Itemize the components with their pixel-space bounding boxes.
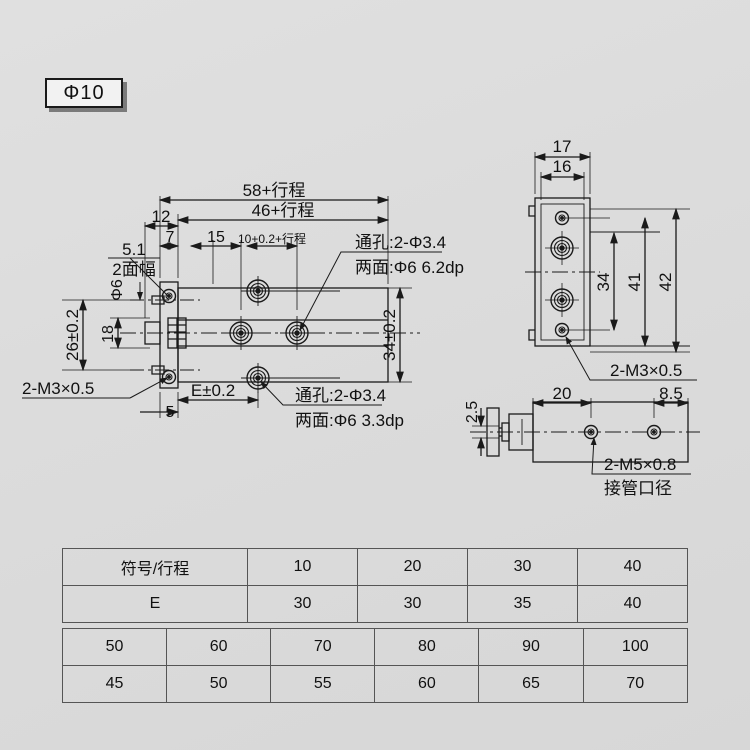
table-row: 符号/行程 10 20 30 40 (62, 548, 688, 586)
leader-left-thread (129, 377, 168, 399)
leader-lower-hole (260, 381, 292, 406)
dim-label-rod-dia: Φ6 (109, 279, 126, 301)
dim-label-bottom-offset: 5 (166, 404, 175, 421)
dim-label-flat-width: 5.1 (122, 240, 146, 259)
table-cell-value: 30 (357, 585, 468, 623)
dim-label-first-hole: 15 (207, 229, 225, 246)
table-cell-stroke: 40 (577, 548, 688, 586)
table-row: 50 60 70 80 90 100 (61, 628, 689, 666)
dim-label-e: E±0.2 (191, 381, 235, 400)
table-header-symbol: 符号/行程 (62, 548, 248, 586)
table-cell-stroke: 90 (478, 628, 584, 666)
callout-lower-hole-1: 通孔:2-Φ3.4 (295, 386, 386, 405)
callout-upper-hole-2: 两面:Φ6 6.2dp (355, 258, 464, 277)
dim-label-side-width-inner: 16 (553, 157, 572, 176)
table-cell-stroke: 80 (374, 628, 480, 666)
dim-label-body-length: 46+行程 (252, 201, 315, 220)
size-tag-badge: Φ10 (45, 78, 123, 108)
front-hole-group (161, 279, 309, 390)
table-cell-stroke: 70 (270, 628, 376, 666)
stroke-table-group2: 50 60 70 80 90 100 45 50 55 60 65 70 (61, 628, 689, 703)
side-hole-group (550, 210, 574, 338)
dim-label-mount-pitch-inner: 18 (100, 325, 117, 343)
dim-label-side-h3: 42 (656, 273, 675, 292)
table-cell-stroke: 50 (61, 628, 168, 666)
table-row-label: E (62, 585, 248, 623)
table-row: E 30 30 35 40 (62, 585, 688, 623)
dim-label-mount-pitch-outer: 26±0.2 (63, 309, 82, 361)
table-row: 45 50 55 60 65 70 (61, 665, 689, 703)
dim-label-port-last: 8.5 (659, 384, 683, 403)
size-tag-label: Φ10 (63, 81, 105, 104)
top-port-group (583, 424, 662, 440)
table-cell-value: 70 (582, 665, 689, 703)
leader-port (590, 437, 601, 475)
callout-port-note: 接管口径 (604, 479, 672, 498)
table-cell-stroke: 10 (247, 548, 358, 586)
callout-port-thread: 2-M5×0.8 (604, 455, 676, 474)
dim-label-slot-pitch: 10+0.2+行程 (238, 231, 306, 246)
dim-label-plate-offset: 12 (152, 207, 171, 226)
callout-lower-hole-2: 两面:Φ6 3.3dp (295, 411, 404, 430)
dim-label-side-width-outer: 17 (553, 137, 572, 156)
callout-left-thread: 2-M3×0.5 (22, 379, 94, 398)
table-cell-value: 45 (61, 665, 168, 703)
table-cell-value: 60 (374, 665, 480, 703)
leader-upper-hole (299, 251, 352, 331)
table-cell-value: 40 (577, 585, 688, 623)
table-cell-value: 65 (478, 665, 584, 703)
dim-label-side-h2: 41 (625, 273, 644, 292)
stroke-table-group1: 符号/行程 10 20 30 40 E 30 30 35 40 (62, 548, 688, 623)
dim-label-rod-height: 2.5 (464, 401, 481, 423)
callout-side-thread: 2-M3×0.5 (610, 361, 682, 380)
callout-upper-hole-1: 通孔:2-Φ3.4 (355, 233, 446, 252)
front-body (177, 287, 389, 383)
table-cell-value: 50 (166, 665, 272, 703)
dim-label-flat-note: 2面幅 (112, 260, 155, 279)
table-cell-stroke: 30 (467, 548, 578, 586)
dim-label-side-h1: 34 (594, 273, 613, 292)
table-cell-stroke: 100 (582, 628, 689, 666)
leader-side-thread (565, 336, 607, 381)
table-cell-stroke: 20 (357, 548, 468, 586)
dim-label-plate-thickness: 7 (166, 229, 175, 246)
table-cell-value: 55 (270, 665, 376, 703)
dim-label-total-length: 58+行程 (243, 181, 306, 200)
table-cell-value: 35 (467, 585, 578, 623)
dim-label-body-height: 34±0.2 (380, 309, 399, 361)
table-cell-stroke: 60 (166, 628, 272, 666)
table-cell-value: 30 (247, 585, 358, 623)
dim-label-port-first: 20 (553, 384, 572, 403)
